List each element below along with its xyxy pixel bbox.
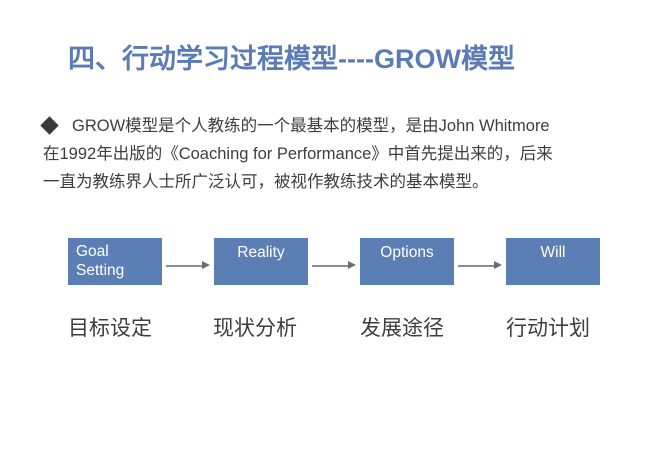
- flow-arrow-3: [458, 261, 502, 270]
- caption-options: 发展途径: [360, 317, 444, 340]
- body-paragraph: GROW模型是个人教练的一个最基本的模型，是由John Whitmore 在19…: [40, 112, 623, 196]
- arrow-shaft: [312, 265, 348, 267]
- flow-box-goal-setting-label: Goal Setting: [76, 243, 125, 279]
- flow-captions: 目标设定 现状分析 发展途径 行动计划: [0, 313, 656, 347]
- flow-box-options-label: Options: [380, 244, 434, 261]
- flow-box-will[interactable]: Will: [506, 238, 600, 285]
- caption-reality: 现状分析: [213, 317, 297, 340]
- paragraph-line-2: 在1992年出版的《Coaching for Performance》中首先提出…: [43, 145, 553, 163]
- flow-box-goal-setting[interactable]: Goal Setting: [68, 238, 162, 285]
- flow-arrow-2: [312, 261, 356, 270]
- paragraph-line-3: 一直为教练界人士所广泛认可，被视作教练技术的基本模型。: [43, 173, 489, 191]
- paragraph-line-1: GROW模型是个人教练的一个最基本的模型，是由John Whitmore: [40, 112, 623, 140]
- caption-will: 行动计划: [506, 317, 590, 340]
- flow-arrow-1: [166, 261, 210, 270]
- diamond-bullet-icon: [40, 116, 59, 135]
- arrow-head-icon: [348, 261, 356, 269]
- flow-box-reality-label: Reality: [237, 244, 285, 261]
- flow-box-reality[interactable]: Reality: [214, 238, 308, 285]
- flow-box-options[interactable]: Options: [360, 238, 454, 285]
- page-title: 四、行动学习过程模型----GROW模型: [68, 44, 515, 74]
- paragraph-line-1-text: GROW模型是个人教练的一个最基本的模型，是由John Whitmore: [72, 117, 550, 135]
- flow-box-will-label: Will: [540, 244, 566, 261]
- arrow-shaft: [166, 265, 202, 267]
- caption-goal-setting: 目标设定: [68, 317, 152, 340]
- arrow-head-icon: [202, 261, 210, 269]
- arrow-shaft: [458, 265, 494, 267]
- arrow-head-icon: [494, 261, 502, 269]
- grow-flow-diagram: Goal Setting Reality Options Will: [0, 238, 656, 286]
